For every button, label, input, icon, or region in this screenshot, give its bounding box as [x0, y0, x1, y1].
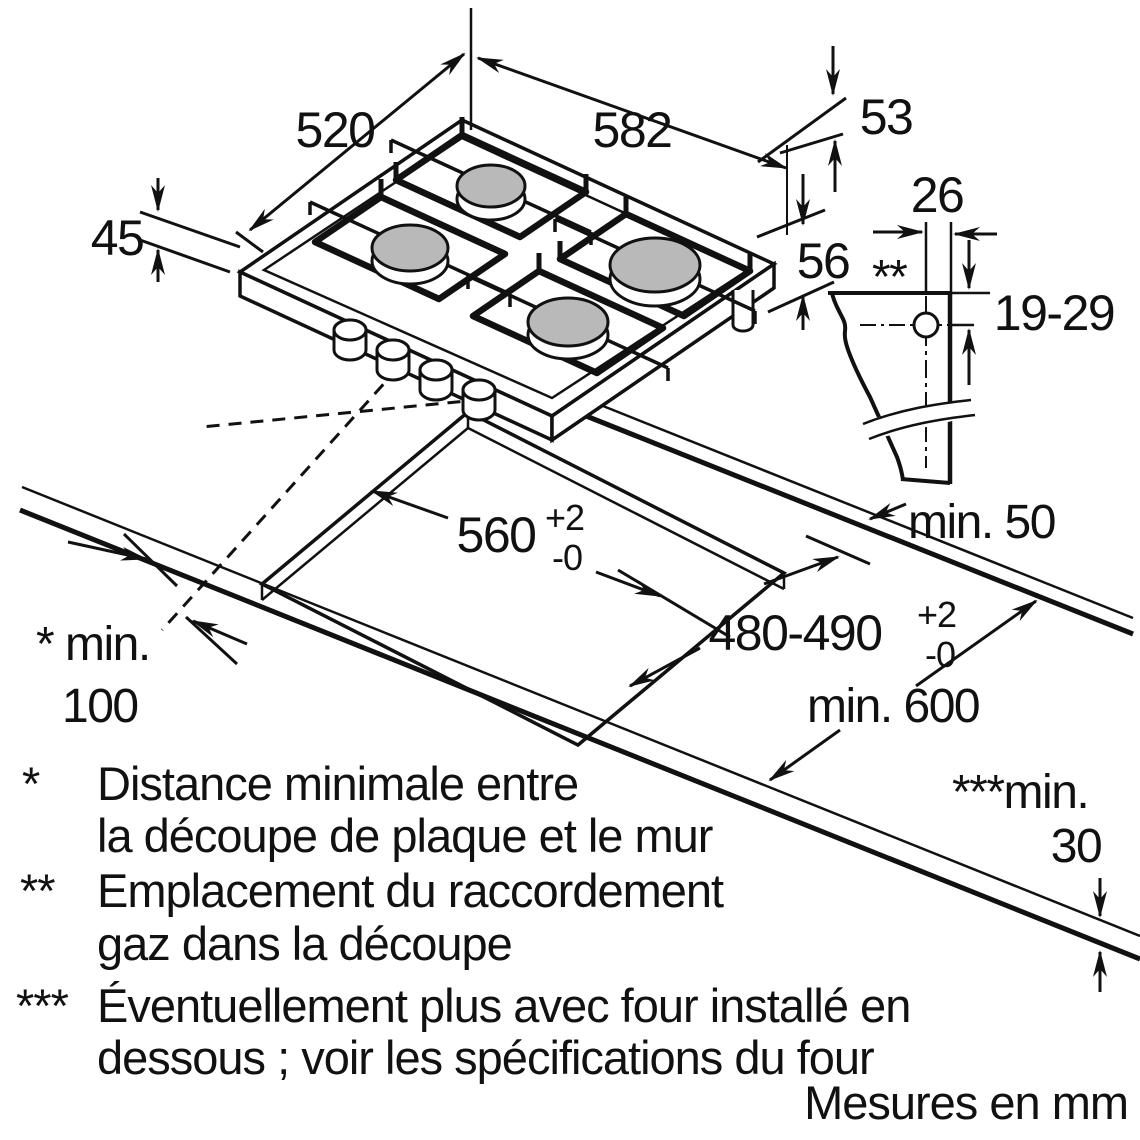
worktop-drawing: [19, 366, 1140, 992]
control-knobs: [332, 318, 497, 422]
burner-left-cap: [370, 223, 450, 273]
hob-drawing: [236, 117, 778, 444]
worktop-cutout: [258, 409, 788, 748]
dim-label-560-tol-plus: +2: [545, 497, 584, 538]
dim-label-min-100-value: 100: [62, 680, 138, 733]
gas-marker-asterisks: **: [872, 251, 907, 304]
dim-label-19-29: 19-29: [994, 285, 1114, 341]
worktop-back-edge-line: [557, 386, 1134, 620]
footnote-marker-1: *: [22, 757, 40, 810]
footnote-marker-2: **: [20, 864, 55, 917]
dim-label-45: 45: [91, 210, 144, 266]
burner-right-cap: [608, 236, 702, 294]
dim-label-min-50: min. 50: [908, 496, 1055, 549]
projection-dashed-line-back: [201, 391, 549, 429]
dim-label-53: 53: [860, 89, 913, 145]
dimension-560: [370, 489, 731, 639]
dimension-56: [756, 145, 835, 330]
worktop-front-bottom-line: [19, 507, 1140, 962]
grate-front: [469, 267, 667, 377]
dimension-45: [139, 178, 241, 282]
dim-label-26: 26: [911, 167, 964, 223]
projection-dashed-line-left: [160, 366, 400, 632]
footnotes: * Distance minimale entre la découpe de …: [16, 757, 911, 1084]
detail-left-profile: [830, 292, 905, 481]
gas-connection-detail: [828, 222, 997, 485]
dimension-min-50-arrow: [868, 502, 907, 521]
burner-front-cap: [526, 296, 610, 348]
dim-label-480-490: 480-490: [709, 605, 882, 661]
dimension-520: [235, 52, 466, 254]
hob-front-right-face: [550, 260, 776, 444]
dim-label-min-100: * min.: [36, 618, 150, 671]
dimension-480-490: [628, 534, 871, 688]
footnote-1-line-2: la découpe de plaque et le mur: [97, 809, 713, 862]
footnote-1-line-1: Distance minimale entre: [97, 757, 578, 810]
wall-line: [545, 397, 1134, 637]
gas-pipe: [731, 290, 755, 333]
dim-label-520: 520: [296, 102, 375, 158]
dim-label-min-30-value: 30: [1051, 820, 1101, 873]
dimension-min-100: [67, 532, 248, 666]
footnote-3-line-2: dessous ; voir les spécifications du fou…: [97, 1031, 874, 1084]
gas-connection-hole: [912, 311, 940, 339]
hob-dimensions: [139, 8, 847, 330]
burner-back-cap: [455, 163, 527, 209]
dimension-53: [757, 46, 847, 192]
units-note: Mesures en mm: [804, 1076, 1128, 1129]
footnote-3-line-1: Éventuellement plus avec four installé e…: [97, 979, 910, 1032]
dim-label-560: 560: [457, 507, 536, 563]
footnote-2-line-2: gaz dans la découpe: [97, 917, 512, 970]
footnote-marker-3: ***: [16, 979, 69, 1032]
detail-bottom-edge: [900, 477, 951, 485]
dimension-26: [873, 222, 997, 291]
burners: [370, 163, 702, 361]
dimension-19-29: [952, 240, 990, 385]
footnote-2-line-1: Emplacement du raccordement: [97, 864, 724, 917]
dim-label-480-tol-plus: +2: [917, 594, 956, 635]
dim-label-582: 582: [593, 102, 672, 158]
dim-label-min-600: min. 600: [807, 680, 979, 733]
break-line-lower: [868, 413, 976, 441]
dimension-min-600: [768, 599, 1038, 782]
dim-label-56: 56: [797, 233, 850, 289]
break-line-upper: [862, 398, 972, 426]
worktop-front-top-line: [21, 485, 1140, 938]
dim-label-560-tol-minus: -0: [552, 537, 582, 578]
dim-label-min-30: ***min.: [952, 766, 1088, 819]
dim-label-480-tol-minus: -0: [925, 634, 955, 675]
dimension-582: [476, 56, 788, 170]
